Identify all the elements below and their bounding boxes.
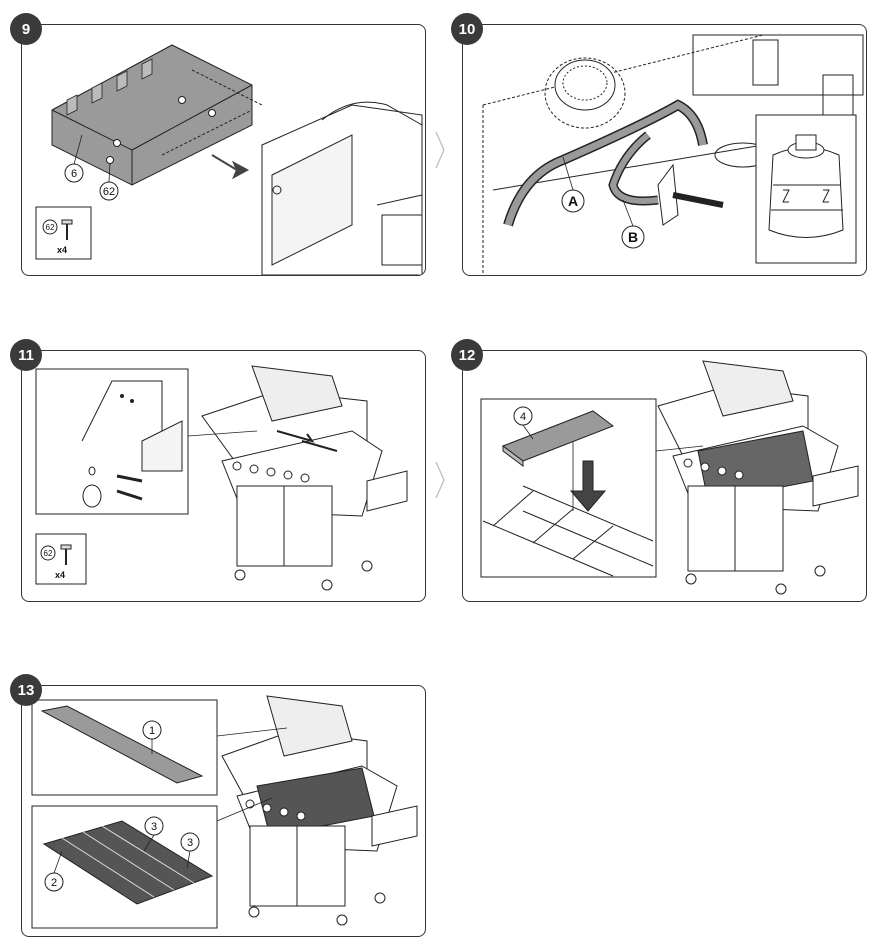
step-11-illustration: 62 x4	[35, 365, 408, 591]
step-13-callout-2: 2	[51, 877, 57, 889]
chevron-icon	[435, 131, 445, 169]
step-10-callout-a: A	[568, 193, 578, 209]
step-13-callout-3b: 3	[187, 837, 193, 849]
step-13-illustration: 1 3 3 2	[31, 695, 418, 929]
step-11-panel: 62 x4	[21, 350, 426, 602]
step-11-qty: x4	[55, 570, 65, 580]
step-10-badge: 10	[451, 13, 483, 45]
step-10-illustration: A B	[482, 34, 864, 275]
step-13-badge: 13	[10, 674, 42, 706]
step-13-callout-3a: 3	[151, 821, 157, 833]
step-10-callout-b: B	[628, 229, 638, 245]
step-9-screw-id: 62	[46, 223, 55, 232]
step-12-callout-4: 4	[520, 411, 526, 423]
step-9-callout-62: 62	[103, 186, 115, 198]
step-11-badge: 11	[10, 339, 42, 371]
step-9-qty: x4	[57, 245, 67, 255]
chevron-icon	[435, 461, 445, 499]
step-9-illustration: 6 62 62 x4	[35, 44, 423, 275]
step-11-screw-id: 62	[44, 549, 53, 558]
step-12-badge: 12	[451, 339, 483, 371]
step-12-panel: 4	[462, 350, 867, 602]
step-9-callout-6: 6	[71, 168, 77, 180]
step-10-panel: A B	[462, 24, 867, 276]
step-13-callout-1: 1	[149, 725, 155, 737]
step-9-panel: 6 62 62 x4	[21, 24, 426, 276]
step-12-illustration: 4	[480, 360, 859, 595]
step-13-panel: 1 3 3 2	[21, 685, 426, 937]
step-9-badge: 9	[10, 13, 42, 45]
